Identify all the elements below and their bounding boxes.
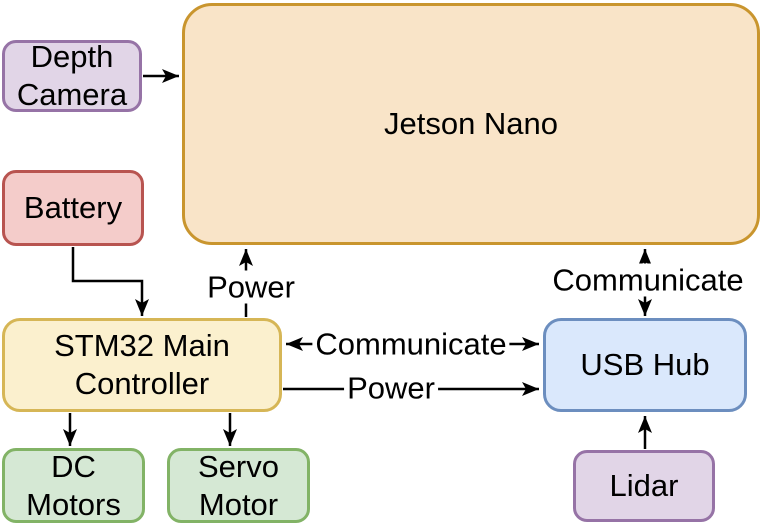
- node-depth-camera: Depth Camera: [2, 39, 142, 112]
- node-stm32-main-controller: STM32 Main Controller: [2, 318, 282, 412]
- edge-label-power-stm32-usb: Power: [344, 371, 438, 405]
- edge-label-communicate-stm32-usb: Communicate: [312, 327, 510, 361]
- node-label: Camera: [16, 77, 128, 112]
- node-battery: Battery: [2, 170, 144, 246]
- node-label: Depth: [30, 39, 114, 74]
- edge-label-communicate-jetson-usb: Communicate: [549, 263, 747, 297]
- node-label: USB Hub: [580, 347, 710, 382]
- node-label: Motor: [198, 486, 279, 522]
- node-label: STM32 Main: [54, 328, 230, 363]
- node-dc-motors: DC Motors: [2, 448, 145, 523]
- node-jetson-nano: Jetson Nano: [182, 3, 760, 245]
- node-label: DC: [51, 448, 96, 484]
- node-label: Battery: [23, 190, 123, 225]
- node-label: Lidar: [609, 468, 679, 503]
- edge-label-power-stm32-jetson: Power: [204, 270, 298, 304]
- node-lidar: Lidar: [573, 450, 715, 522]
- node-servo-motor: Servo Motor: [167, 448, 310, 523]
- node-label: Motors: [26, 486, 121, 522]
- node-label: Servo: [198, 448, 279, 484]
- connector-battery-to-stm32: [71, 247, 149, 316]
- node-label: Jetson Nano: [383, 106, 559, 141]
- node-label: Controller: [74, 366, 210, 401]
- node-usb-hub: USB Hub: [543, 318, 747, 412]
